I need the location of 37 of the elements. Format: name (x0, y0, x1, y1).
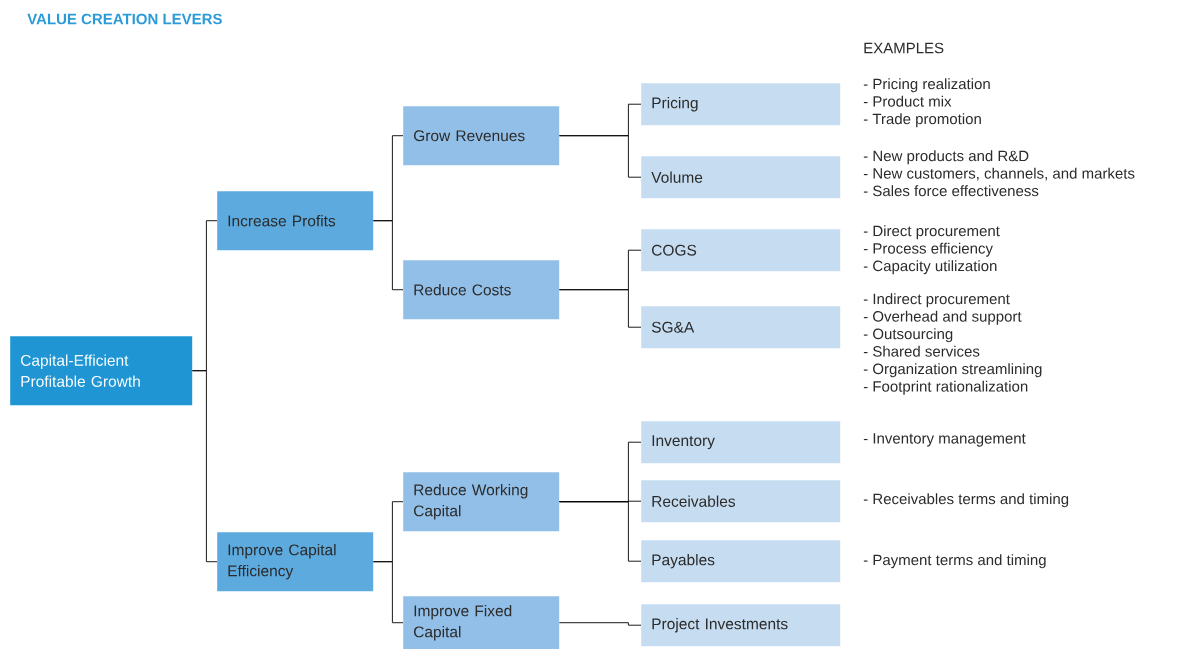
node-label: - Organization streamlining (863, 363, 1042, 378)
lever-box: Payables (641, 540, 841, 583)
connector-line (191, 370, 218, 563)
node-label: - Outsourcing (863, 328, 953, 343)
lever-box: SG&A (641, 306, 841, 349)
node-label: - Overhead and support (863, 310, 1022, 325)
lever-box: Volume (641, 156, 841, 199)
column-heading: EXAMPLES (864, 42, 944, 54)
title: VALUE CREATION LEVERS (27, 13, 222, 25)
connector-line (558, 289, 642, 328)
lever-box: Increase Profits (217, 191, 374, 251)
lever-box: Inventory (641, 421, 841, 464)
lever-box: Improve Fixed Capital (403, 596, 560, 649)
lever-box: Capital-Efficient Profitable Growth (10, 336, 193, 406)
lever-box: Reduce Costs (403, 260, 560, 320)
lever-box: Receivables (641, 480, 841, 523)
example-list: - Indirect procurement - Overhead and support - Outsourcing - Shared services - Organization streamlining - Footprint rationalization (863, 293, 1042, 395)
example-list: - Payment terms and timing (863, 554, 1046, 569)
lever-box: COGS (641, 229, 841, 272)
example-list: - Pricing realization - Product mix - Trade promotion (863, 78, 990, 128)
connector-line (372, 220, 404, 291)
lever-box: Grow Revenues (403, 106, 560, 166)
connector-line (558, 622, 642, 626)
example-list: - New products and R&D - New customers, channels, and markets - Sales force effectiveness (863, 150, 1135, 197)
node-label: - Indirect procurement (863, 293, 1010, 308)
connector-line (372, 561, 404, 624)
connector-line (558, 501, 642, 562)
lever-box: Reduce Working Capital (403, 472, 560, 532)
connector-line (558, 135, 642, 178)
lever-box: Improve Capital Efficiency (217, 532, 374, 592)
lever-box: Project Investments (641, 604, 841, 647)
lever-box: Pricing (641, 83, 841, 126)
example-list: - Receivables terms and timing (863, 493, 1069, 508)
node-label: - Footprint rationalization (863, 380, 1028, 395)
example-list: - Inventory management (863, 433, 1026, 447)
node-label: - Shared services (863, 345, 980, 357)
example-list: - Direct procurement - Process efficiency - Capacity utilization (863, 225, 1000, 275)
